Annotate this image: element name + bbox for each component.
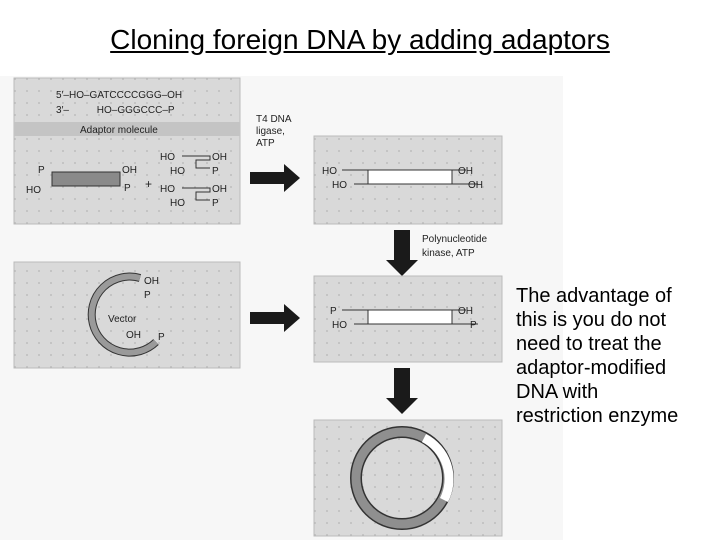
fragment-ho-label: HO (26, 185, 41, 196)
arrow-combine (250, 304, 300, 332)
enzyme2-line1: Polynucleotide (422, 234, 487, 245)
enzyme1-line1: T4 DNA (256, 114, 292, 125)
arrow-kinase (386, 230, 418, 276)
kinased-p-2: P (470, 320, 477, 331)
vector-oh-top: OH (144, 276, 159, 287)
adaptor-top-oh-1: OH (212, 152, 227, 163)
note-line-5: DNA with (516, 381, 599, 403)
blunt-dna-fragment (51, 171, 121, 187)
vector-label: Vector (108, 314, 137, 325)
adaptor-bottom-oh-1: OH (212, 184, 227, 195)
arrow-recombinant (386, 368, 418, 414)
sequence-strand-2: 3′– HO–GGGCCC–P (56, 105, 175, 116)
kinased-left-end (342, 309, 368, 325)
fragment-p-label: P (38, 165, 45, 176)
slide-title: Cloning foreign DNA by adding adaptors (110, 24, 610, 55)
plus-sign: + (145, 177, 152, 191)
enzyme1-line2: ligase, (256, 126, 285, 137)
kinased-dna-body (367, 309, 453, 325)
enzyme2-line2: kinase, ATP (422, 248, 475, 259)
enzyme1-line3: ATP (256, 138, 275, 149)
arrow-ligation (250, 164, 300, 192)
adaptor-bottom-ho-1: HO (160, 184, 175, 195)
adaptor-top-ho-2: HO (170, 166, 185, 177)
adaptor-bottom-p: P (212, 198, 219, 209)
vector-plasmid-arc-inner (88, 273, 159, 356)
ligated-left-end (342, 169, 368, 185)
ligated-ho-2: HO (332, 180, 347, 191)
adaptor-bottom-ho-2: HO (170, 198, 185, 209)
adaptor-cloning-figure: 5′–HO–GATCCCCGGG–OH 3′– HO–GGGCCC–P Adap… (0, 76, 563, 540)
ligated-dna-body (367, 169, 453, 185)
recombinant-insert (421, 433, 454, 503)
adaptor-top-shape (182, 155, 211, 169)
fragment-p-label-2: P (124, 183, 131, 194)
vector-oh-bottom: OH (126, 330, 141, 341)
adaptor-molecule-label: Adaptor molecule (80, 125, 158, 136)
ligated-oh-2: OH (468, 180, 483, 191)
fragment-oh-label: OH (122, 165, 137, 176)
ligated-ho-1: HO (322, 166, 337, 177)
note-line-1: The advantage of (516, 285, 672, 307)
adaptor-top-p: P (212, 166, 219, 177)
vector-p-top: P (144, 290, 151, 301)
panel-recombinant-plasmid (313, 419, 503, 537)
note-line-6: restriction enzyme (516, 405, 679, 427)
adaptor-molecule-bar (14, 122, 240, 136)
sequence-strand-1: 5′–HO–GATCCCCGGG–OH (56, 90, 182, 101)
note-line-2: this is you do not (516, 309, 667, 331)
ligated-oh-1: OH (458, 166, 473, 177)
adaptor-top-ho-1: HO (160, 152, 175, 163)
kinased-p-1: P (330, 306, 337, 317)
kinased-right-end (452, 309, 478, 325)
kinased-ho: HO (332, 320, 347, 331)
kinased-oh: OH (458, 306, 473, 317)
adaptor-bottom-shape (182, 187, 211, 201)
vector-p-bottom: P (158, 332, 165, 343)
advantage-note: The advantage of this is you do not need… (516, 284, 720, 428)
ligated-right-end (452, 169, 478, 185)
figure-svg: 5′–HO–GATCCCCGGG–OH 3′– HO–GGGCCC–P Adap… (13, 77, 503, 537)
note-line-4: adaptor-modified (516, 357, 667, 379)
note-line-3: need to treat the (516, 333, 662, 355)
